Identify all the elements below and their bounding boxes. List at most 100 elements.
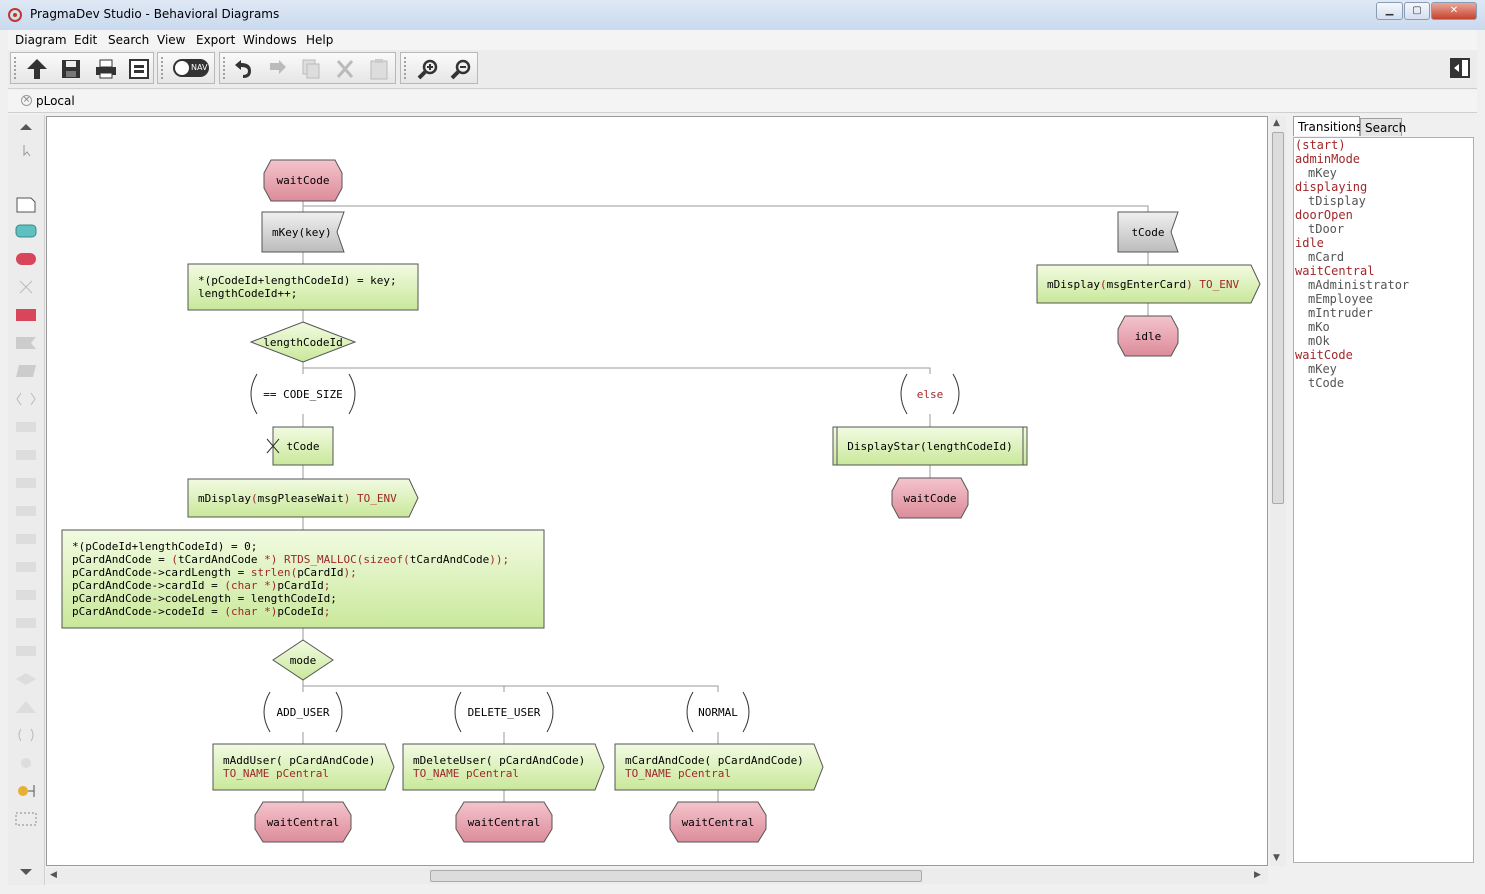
- transition-state-item[interactable]: (start): [1295, 138, 1346, 152]
- copy-icon[interactable]: [299, 57, 323, 81]
- export-icon[interactable]: [127, 57, 151, 81]
- transition-state-item[interactable]: displaying: [1295, 180, 1368, 194]
- create-icon[interactable]: [15, 588, 37, 602]
- toolbar-grip[interactable]: [403, 56, 407, 80]
- transition-message-item[interactable]: mAdministrator: [1308, 278, 1410, 292]
- output-please-wait[interactable]: mDisplay(msgPleaseWait) TO_ENV: [187, 478, 419, 518]
- scroll-left-icon[interactable]: ◀: [50, 870, 57, 880]
- state-waitcentral-add[interactable]: waitCentral: [254, 801, 352, 843]
- paste-icon[interactable]: [367, 57, 391, 81]
- branch-add-user[interactable]: ADD_USER: [263, 691, 343, 733]
- state-waitcode[interactable]: waitCode: [263, 159, 343, 202]
- transition-state-item[interactable]: doorOpen: [1295, 208, 1353, 222]
- transition-message-item[interactable]: mCard: [1308, 250, 1345, 264]
- decision-icon[interactable]: [15, 672, 37, 686]
- pointer-icon[interactable]: [15, 143, 37, 157]
- close-button[interactable]: ✕: [1431, 2, 1477, 20]
- output-enter-card[interactable]: mDisplay(msgEnterCard) TO_ENV: [1036, 264, 1261, 304]
- menu-diagram[interactable]: Diagram: [15, 33, 67, 47]
- nav-toggle-icon[interactable]: NAV: [173, 59, 209, 77]
- tab-close-icon[interactable]: ×: [21, 95, 32, 106]
- scroll-up-icon[interactable]: ▲: [1273, 118, 1280, 128]
- output-add-user[interactable]: mAddUser( pCardAndCode) TO_NAME pCentral: [212, 743, 395, 791]
- sdl-diagram[interactable]: waitCode mKey(key) *(pCodeId+lengthCodeI…: [47, 117, 1268, 866]
- input-tcode[interactable]: tCode: [1117, 211, 1179, 253]
- procedure-start-icon[interactable]: [15, 224, 37, 238]
- minimize-button[interactable]: ▁: [1376, 2, 1403, 20]
- transition-message-item[interactable]: tDisplay: [1308, 194, 1366, 208]
- decision-mode[interactable]: mode: [272, 639, 334, 681]
- undo-icon[interactable]: [231, 57, 255, 81]
- state-waitcode-else[interactable]: waitCode: [891, 477, 969, 519]
- output-card-and-code[interactable]: mCardAndCode( pCardAndCode) TO_NAME pCen…: [614, 743, 824, 791]
- diagram-canvas[interactable]: waitCode mKey(key) *(pCodeId+lengthCodeI…: [46, 116, 1268, 866]
- state-waitcentral-delete[interactable]: waitCentral: [455, 801, 553, 843]
- side-panel-icon[interactable]: [1448, 56, 1472, 80]
- menu-export[interactable]: Export: [196, 33, 236, 47]
- save-icon[interactable]: [59, 57, 83, 81]
- branch-delete-user[interactable]: DELETE_USER: [454, 691, 554, 733]
- zoom-out-icon[interactable]: [449, 57, 473, 81]
- save-symbol-icon[interactable]: [15, 364, 37, 378]
- transition-message-item[interactable]: mKey: [1308, 166, 1337, 180]
- input-mkey[interactable]: mKey(key): [261, 211, 345, 253]
- task-icon[interactable]: [15, 448, 37, 462]
- join-icon[interactable]: [15, 644, 37, 658]
- output-icon[interactable]: [15, 420, 37, 434]
- transition-message-item[interactable]: tCode: [1308, 376, 1345, 390]
- transition-state-item[interactable]: waitCode: [1295, 348, 1353, 362]
- semaphore-icon[interactable]: [15, 560, 37, 574]
- toolbar-grip[interactable]: [13, 56, 17, 80]
- vertical-scrollbar[interactable]: ▲ ▼: [1270, 116, 1286, 866]
- redo-icon[interactable]: [265, 57, 289, 81]
- transition-state-item[interactable]: adminMode: [1295, 152, 1361, 166]
- scroll-right-icon[interactable]: ▶: [1254, 870, 1261, 880]
- procedure-call-displaystar[interactable]: DisplayStar(lengthCodeId): [832, 426, 1028, 466]
- transition-state-item[interactable]: waitCentral: [1295, 264, 1375, 278]
- menu-view[interactable]: View: [157, 33, 186, 47]
- horizontal-scroll-thumb[interactable]: [430, 870, 922, 882]
- horizontal-scrollbar[interactable]: ◀ ▶: [46, 868, 1268, 884]
- state-idle[interactable]: idle: [1117, 315, 1179, 357]
- output-delete-user[interactable]: mDeleteUser( pCardAndCode) TO_NAME pCent…: [402, 743, 605, 791]
- transition-state-item[interactable]: idle: [1295, 236, 1324, 250]
- transition-message-item[interactable]: mIntruder: [1308, 306, 1374, 320]
- transition-message-item[interactable]: mEmployee: [1308, 292, 1374, 306]
- print-icon[interactable]: [94, 57, 118, 81]
- menu-windows[interactable]: Windows: [243, 33, 297, 47]
- palette-scroll-up-icon[interactable]: [15, 120, 37, 134]
- toolbar-grip[interactable]: [222, 56, 226, 80]
- branch-else[interactable]: else: [900, 373, 960, 415]
- text-extension-icon[interactable]: [15, 784, 37, 798]
- state-icon[interactable]: [15, 252, 37, 266]
- branch-normal[interactable]: NORMAL: [686, 691, 750, 733]
- vertical-scroll-thumb[interactable]: [1272, 132, 1284, 504]
- connector-icon[interactable]: [15, 756, 37, 770]
- comment-icon[interactable]: [15, 197, 37, 213]
- zoom-in-icon[interactable]: [416, 57, 440, 81]
- reset-timer-tcode[interactable]: tCode: [266, 426, 334, 466]
- transition-message-item[interactable]: tDoor: [1308, 222, 1345, 236]
- transition-message-item[interactable]: mOk: [1308, 334, 1330, 348]
- menu-edit[interactable]: Edit: [74, 33, 98, 47]
- state-waitcentral-normal[interactable]: waitCentral: [669, 801, 767, 843]
- priority-icon[interactable]: [15, 392, 37, 406]
- maximize-button[interactable]: ▢: [1404, 2, 1430, 20]
- tab-plocal[interactable]: pLocal: [36, 94, 75, 108]
- task-store-key[interactable]: *(pCodeId+lengthCodeId) = key; lengthCod…: [187, 263, 419, 311]
- macro-icon[interactable]: [15, 504, 37, 518]
- selection-box-icon[interactable]: [15, 812, 37, 826]
- branch-icon[interactable]: [15, 728, 37, 742]
- timer-icon[interactable]: [15, 532, 37, 546]
- menu-search[interactable]: Search: [108, 33, 150, 47]
- transition-message-item[interactable]: mKey: [1308, 362, 1337, 376]
- transition-message-item[interactable]: mKo: [1308, 320, 1330, 334]
- decision-lengthcodeid[interactable]: lengthCodeId: [249, 321, 357, 363]
- task-build-card-and-code[interactable]: *(pCodeId+lengthCodeId) = 0; pCardAndCod…: [61, 529, 545, 629]
- toolbar-grip[interactable]: [160, 56, 164, 80]
- tab-transitions[interactable]: Transitions: [1293, 116, 1362, 136]
- up-arrow-icon[interactable]: [25, 57, 49, 81]
- scroll-down-icon[interactable]: ▼: [1273, 853, 1280, 863]
- menu-help[interactable]: Help: [306, 33, 334, 47]
- branch-code-size[interactable]: == CODE_SIZE: [250, 373, 356, 415]
